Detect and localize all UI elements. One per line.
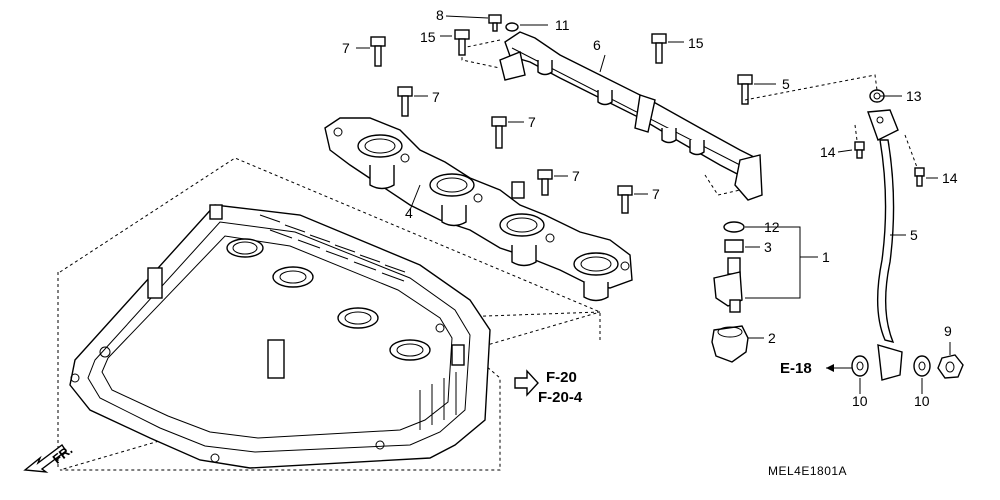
callout-15-b: 15 bbox=[688, 35, 704, 51]
callout-11: 11 bbox=[555, 17, 570, 33]
callout-10-b: 10 bbox=[914, 393, 930, 409]
callout-14-a: 14 bbox=[820, 144, 836, 160]
fuel-hose-drawing bbox=[744, 74, 964, 381]
e-ref-arrowhead bbox=[826, 364, 834, 372]
callout-7-a: 7 bbox=[342, 40, 350, 56]
bolt-15-b bbox=[651, 33, 667, 64]
callout-7-e: 7 bbox=[652, 186, 660, 202]
fr-direction-arrow-icon bbox=[23, 443, 67, 473]
callout-7-c: 7 bbox=[528, 114, 536, 130]
bolt-7-e bbox=[617, 185, 633, 214]
callout-13: 13 bbox=[906, 88, 922, 104]
callout-10-a: 10 bbox=[852, 393, 868, 409]
bolt-14-a bbox=[854, 141, 865, 159]
bolt-8 bbox=[488, 14, 502, 32]
ref-e-18: E-18 bbox=[780, 360, 812, 377]
callout-12: 12 bbox=[764, 219, 780, 235]
reference-arrows bbox=[23, 364, 852, 473]
leader-lines bbox=[356, 15, 951, 394]
callout-4: 4 bbox=[405, 205, 413, 221]
direction-label: FR. bbox=[50, 442, 76, 467]
injector-drawing bbox=[711, 221, 818, 363]
injector-base-drawing bbox=[324, 117, 633, 302]
callout-9: 9 bbox=[944, 323, 952, 339]
f-ref-arrow-icon bbox=[514, 369, 539, 397]
callout-labels: 8 11 15 7 6 15 5 13 7 7 14 14 7 7 4 12 5… bbox=[342, 7, 958, 409]
ref-f-20: F-20 bbox=[546, 369, 577, 386]
bolt-7-a bbox=[370, 36, 386, 67]
bolt-7-d bbox=[537, 169, 553, 196]
diagram-code: MEL4E1801A bbox=[768, 464, 847, 478]
ref-f-20-4: F-20-4 bbox=[538, 389, 583, 406]
bolt-7-c bbox=[491, 116, 507, 149]
bolt-7-b bbox=[397, 86, 413, 117]
bolt-15-a bbox=[454, 29, 470, 56]
callout-5-a: 5 bbox=[782, 76, 790, 92]
head-cover-drawing bbox=[57, 157, 601, 471]
bolt-14-b bbox=[914, 167, 925, 187]
callout-1: 1 bbox=[822, 249, 830, 265]
bolts bbox=[370, 14, 753, 214]
callout-5-b: 5 bbox=[910, 227, 918, 243]
callout-7-b: 7 bbox=[432, 89, 440, 105]
callout-15-a: 15 bbox=[420, 29, 436, 45]
callout-14-b: 14 bbox=[942, 170, 958, 186]
callout-2: 2 bbox=[768, 330, 776, 346]
bolt-5-a bbox=[737, 74, 753, 105]
reference-labels: F-20 F-20-4 E-18 bbox=[538, 360, 812, 406]
callout-7-d: 7 bbox=[572, 168, 580, 184]
callout-8: 8 bbox=[436, 7, 444, 23]
callout-3: 3 bbox=[764, 239, 772, 255]
callout-6: 6 bbox=[593, 37, 601, 53]
fuel-rail-drawing bbox=[461, 31, 763, 201]
